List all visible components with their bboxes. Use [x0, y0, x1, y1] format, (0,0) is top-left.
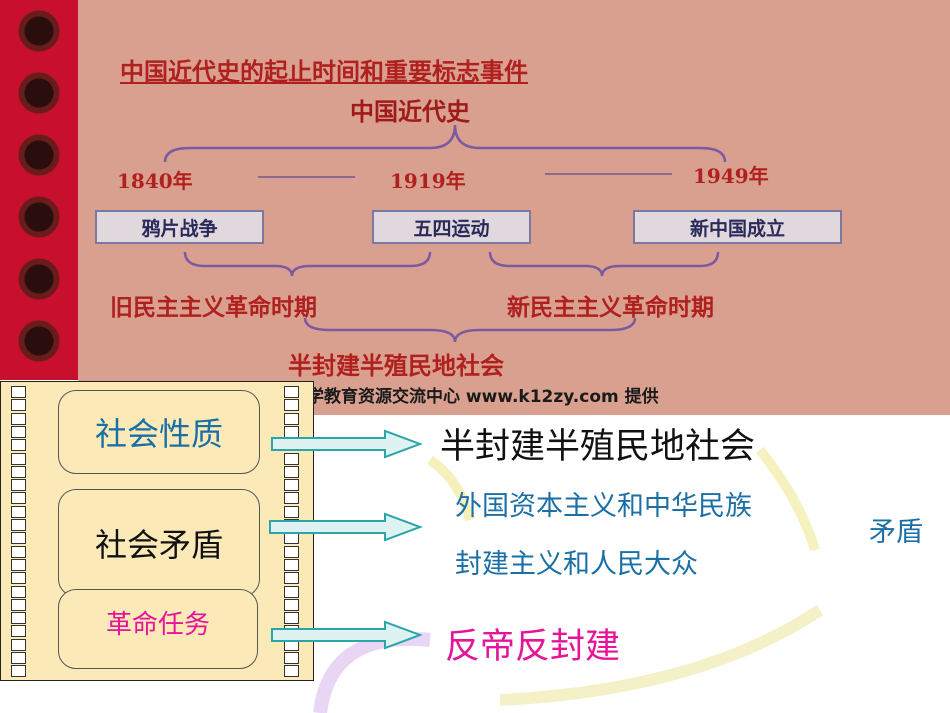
film-hole [11, 665, 26, 678]
film-hole [11, 572, 26, 585]
film-hole [11, 505, 26, 518]
film-hole [11, 465, 26, 478]
film-hole [284, 572, 299, 585]
arrow-contradiction [269, 512, 423, 542]
film-hole [11, 598, 26, 611]
arrow-task [271, 620, 423, 650]
film-hole [284, 452, 299, 465]
film-hole [11, 492, 26, 505]
image-credit: 中学教育资源交流中心 www.k12zy.com 提供 [290, 387, 659, 407]
film-hole [11, 399, 26, 412]
film-cell-revolution-task: 革命任务 [58, 589, 258, 669]
film-hole [284, 598, 299, 611]
film-hole [11, 652, 26, 664]
film-hole [284, 505, 299, 518]
film-hole [284, 386, 299, 398]
film-hole [284, 492, 299, 505]
film-hole [284, 652, 299, 664]
film-hole [284, 545, 299, 558]
film-hole [284, 399, 299, 412]
film-hole [284, 665, 299, 678]
film-hole [284, 558, 299, 571]
year-1919: 1919年 [390, 169, 466, 193]
film-hole [284, 612, 299, 625]
year-1949: 1949年 [693, 164, 769, 188]
film-hole [11, 545, 26, 558]
label-revolution-task: 革命任务 [105, 609, 210, 639]
film-strip: 社会性质 社会矛盾 革命任务 [0, 381, 314, 681]
arrow-nature [271, 429, 423, 459]
contradiction-line-1: 外国资本主义和中华民族 [455, 491, 752, 521]
film-hole [11, 612, 26, 625]
film-hole [284, 479, 299, 492]
film-hole [11, 386, 26, 398]
film-hole [11, 412, 26, 425]
image-society-label: 半封建半殖民地社会 [288, 351, 504, 380]
film-hole [11, 425, 26, 438]
label-social-contradiction: 社会矛盾 [94, 527, 223, 563]
film-hole [284, 465, 299, 478]
event-new-china: 新中国成立 [633, 210, 842, 244]
period-old-democratic: 旧民主主义革命时期 [110, 294, 317, 321]
film-hole [11, 585, 26, 598]
timeline-lines [163, 124, 727, 343]
year-1840: 1840年 [117, 169, 193, 193]
contradiction-word: 矛盾 [869, 517, 923, 547]
contradiction-line-2: 封建主义和人民大众 [455, 549, 698, 579]
label-social-nature: 社会性质 [94, 416, 223, 452]
social-nature-value: 半封建半殖民地社会 [440, 427, 756, 466]
film-hole [11, 558, 26, 571]
image-title: 中国近代史的起止时间和重要标志事件 [120, 57, 528, 86]
event-opium-war: 鸦片战争 [95, 210, 264, 244]
history-timeline-image [78, 0, 950, 415]
event-may-fourth: 五四运动 [372, 210, 531, 244]
film-hole [11, 452, 26, 465]
film-hole [11, 439, 26, 452]
film-hole [11, 532, 26, 545]
film-hole [11, 479, 26, 492]
film-cell-social-contradiction: 社会矛盾 [58, 489, 260, 597]
revolution-task-value: 反帝反封建 [445, 627, 621, 666]
decorative-pattern-strip [0, 0, 78, 380]
film-hole [284, 412, 299, 425]
period-new-democratic: 新民主主义革命时期 [507, 294, 714, 321]
image-subtitle: 中国近代史 [350, 97, 470, 126]
film-hole [11, 625, 26, 638]
film-hole [284, 585, 299, 598]
film-cell-social-nature: 社会性质 [58, 390, 260, 474]
film-hole [11, 519, 26, 531]
film-hole [11, 638, 26, 651]
